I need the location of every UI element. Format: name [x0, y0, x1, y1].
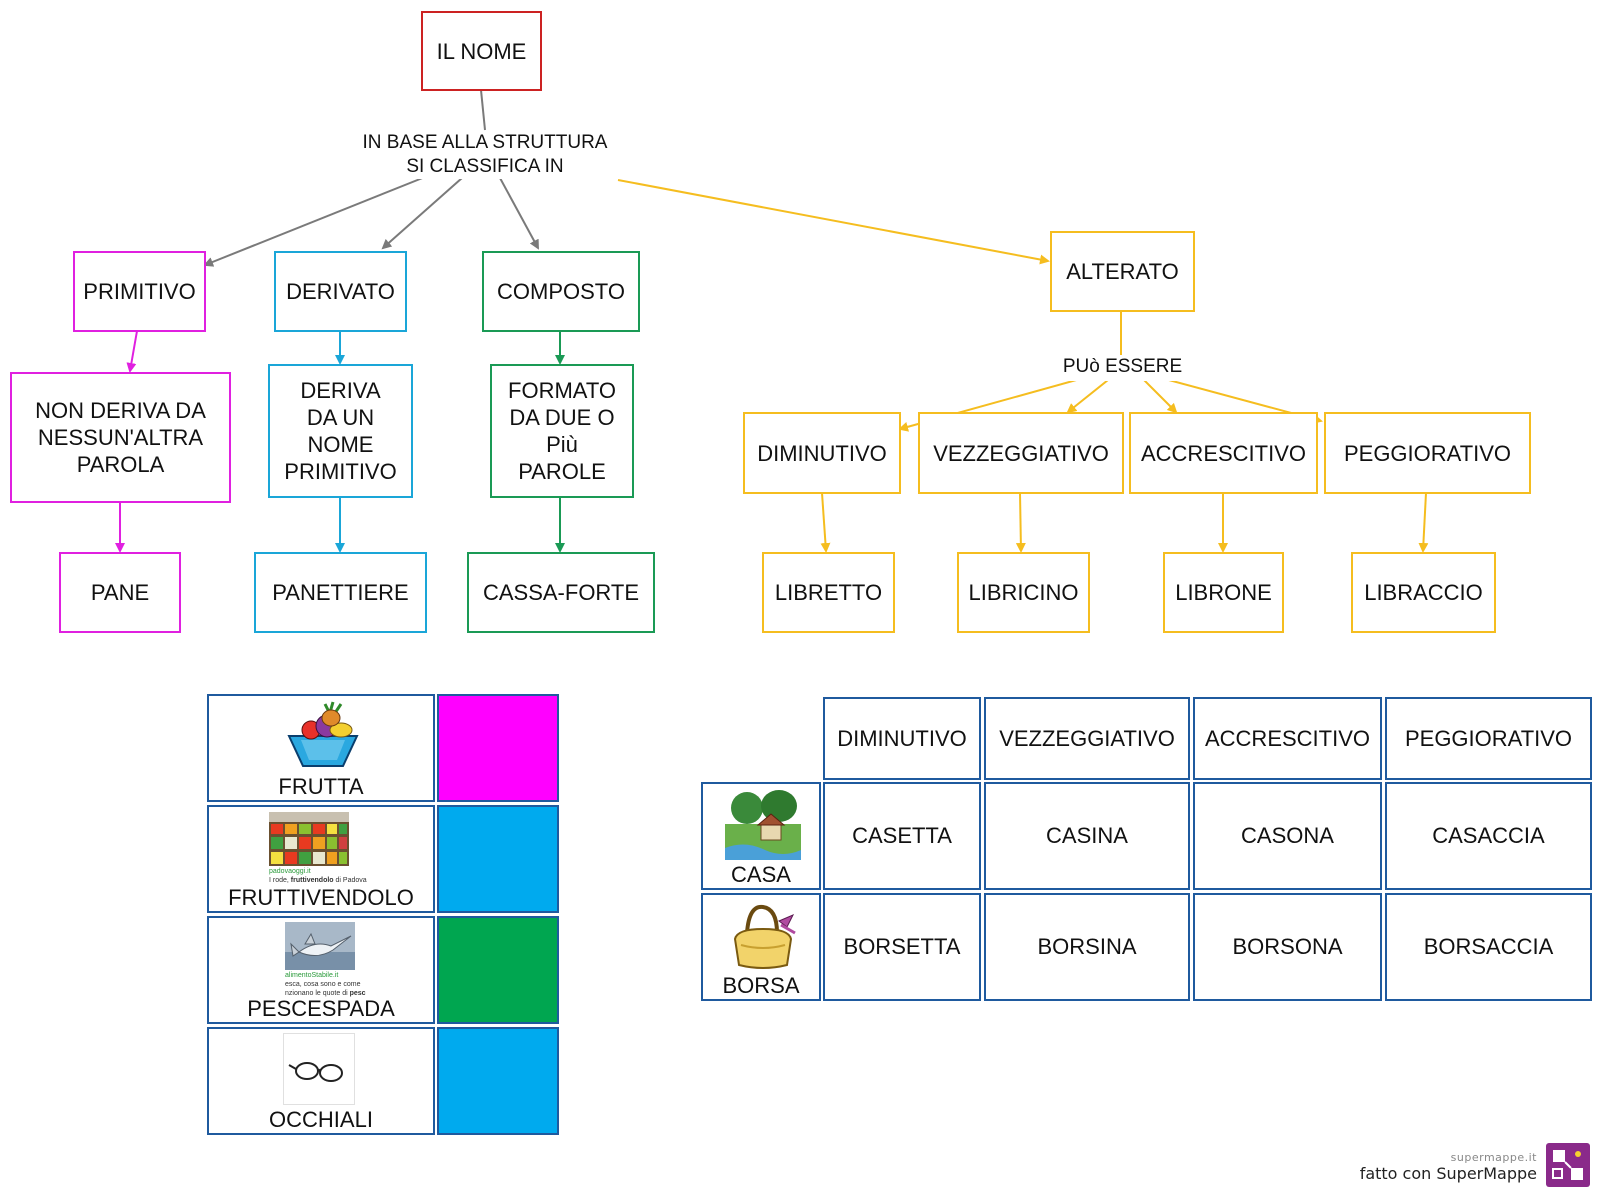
header-diminutivo: DIMINUTIVO [823, 697, 981, 780]
handbag-icon [733, 904, 796, 969]
category-derivato[interactable]: DERIVATO [274, 251, 407, 332]
cell-casina: CASINA [984, 782, 1190, 890]
color-swatch-magenta [437, 694, 559, 802]
image-source-site: alimentoStabile.it [285, 972, 339, 979]
image-snippet-pre: I rode, [269, 877, 291, 884]
swordfish-photo [285, 922, 355, 970]
color-swatch-green [437, 916, 559, 1024]
edge-vezzeggiativo-ex [1015, 492, 1026, 553]
header-peggiorativo: PEGGIORATIVO [1385, 697, 1592, 780]
category-primitivo[interactable]: PRIMITIVO [73, 251, 206, 332]
example-vezzeggiativo[interactable]: LIBRICINO [957, 552, 1090, 633]
brand-made-with: fatto con SuperMappe [1359, 1164, 1537, 1183]
word-label: PESCESPADA [247, 996, 395, 1021]
edge-diminutivo-ex [820, 492, 831, 553]
word-label: FRUTTIVENDOLO [228, 885, 414, 910]
edge-to-derivato [381, 177, 463, 250]
word-label: FRUTTA [278, 774, 364, 799]
header-vezzeggiativo: VEZZEGGIATIVO [984, 697, 1190, 780]
image-snippet-line2: nzionano le quote di [285, 990, 350, 997]
image-snippet-post: di Padova [333, 877, 367, 884]
edge-primitivo-def [126, 330, 138, 373]
edge-to-vezzeggiativo [1066, 379, 1109, 414]
fruit-basket-icon [287, 701, 359, 767]
image-snippet-bold: pesc [349, 990, 366, 997]
row-word-casa[interactable]: CASA [701, 782, 821, 890]
type-vezzeggiativo[interactable]: VEZZEGGIATIVO [918, 412, 1124, 494]
word-cell-fruttivendolo[interactable]: padovaoggi.it I rode, fruttivendolo di P… [207, 805, 435, 913]
header-accrescitivo: ACCRESCITIVO [1193, 697, 1382, 780]
row-word-label: CASA [731, 862, 791, 887]
brand-site: supermappe.it [1450, 1151, 1537, 1164]
color-swatch-cyan-2 [437, 1027, 559, 1135]
row-word-borsa[interactable]: BORSA [701, 893, 821, 1001]
word-label: OCCHIALI [269, 1107, 373, 1132]
image-source-caption: alimentoStabile.it esca, cosa sono e com… [285, 971, 366, 998]
example-accrescitivo[interactable]: LIBRONE [1163, 552, 1284, 633]
row-word-label: BORSA [722, 973, 800, 998]
edge-root-link [480, 89, 486, 131]
example-derivato[interactable]: PANETTIERE [254, 552, 427, 633]
root-link-label: IN BASE ALLA STRUTTURA SI CLASSIFICA IN [345, 131, 625, 179]
image-snippet-line1: esca, cosa sono e come [285, 981, 361, 988]
glasses-icon [283, 1033, 355, 1105]
example-composto[interactable]: CASSA-FORTE [467, 552, 655, 633]
type-peggiorativo[interactable]: PEGGIORATIVO [1324, 412, 1531, 494]
edge-to-composto [499, 177, 539, 250]
edge-to-alterato [617, 179, 1050, 265]
edge-peggiorativo-ex [1418, 492, 1429, 553]
cell-casona: CASONA [1193, 782, 1382, 890]
word-cell-pescespada[interactable]: alimentoStabile.it esca, cosa sono e com… [207, 916, 435, 1024]
type-diminutivo[interactable]: DIMINUTIVO [743, 412, 901, 494]
cell-casetta: CASETTA [823, 782, 981, 890]
cell-borsaccia: BORSACCIA [1385, 893, 1592, 1001]
type-accrescitivo[interactable]: ACCRESCITIVO [1129, 412, 1318, 494]
definition-derivato[interactable]: DERIVA DA UN NOME PRIMITIVO [268, 364, 413, 498]
branding: supermappe.it fatto con SuperMappe [1360, 1151, 1537, 1183]
cell-borsona: BORSONA [1193, 893, 1382, 1001]
word-cell-occhiali[interactable]: OCCHIALI [207, 1027, 435, 1135]
category-composto[interactable]: COMPOSTO [482, 251, 640, 332]
image-source-site: padovaoggi.it [269, 868, 311, 875]
image-source-caption: padovaoggi.it I rode, fruttivendolo di P… [269, 867, 367, 885]
supermappe-logo-icon[interactable] [1546, 1143, 1590, 1187]
category-alterato[interactable]: ALTERATO [1050, 231, 1195, 312]
root-node[interactable]: IL NOME [421, 11, 542, 91]
example-primitivo[interactable]: PANE [59, 552, 181, 633]
color-swatch-cyan [437, 805, 559, 913]
market-stall-photo [269, 812, 349, 866]
cell-borsina: BORSINA [984, 893, 1190, 1001]
house-icon [725, 790, 801, 860]
word-cell-frutta[interactable]: FRUTTA [207, 694, 435, 802]
example-peggiorativo[interactable]: LIBRACCIO [1351, 552, 1496, 633]
edge-to-accrescitivo [1143, 379, 1178, 414]
example-diminutivo[interactable]: LIBRETTO [762, 552, 895, 633]
cell-casaccia: CASACCIA [1385, 782, 1592, 890]
definition-composto[interactable]: FORMATO DA DUE O Più PAROLE [490, 364, 634, 498]
cell-borsetta: BORSETTA [823, 893, 981, 1001]
alterato-link-label: PUò ESSERE [1050, 355, 1195, 381]
edge-to-primitivo [203, 176, 426, 267]
definition-primitivo[interactable]: NON DERIVA DA NESSUN'ALTRA PAROLA [10, 372, 231, 503]
image-snippet-bold: fruttivendolo [290, 877, 334, 884]
